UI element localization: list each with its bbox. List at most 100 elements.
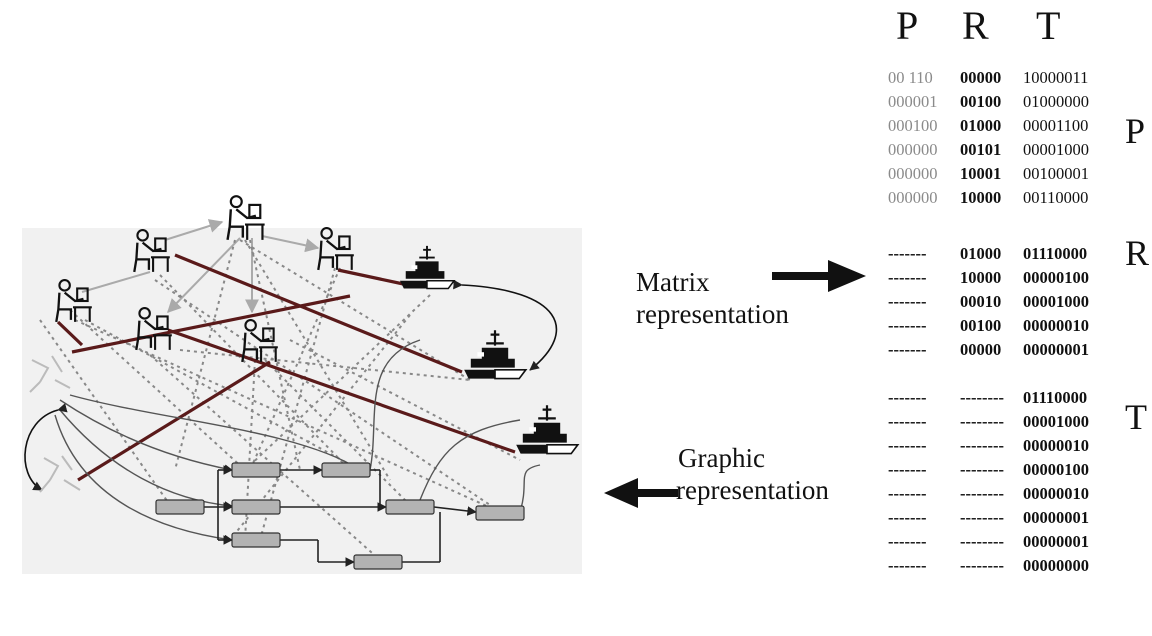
matrix-cell: 00000001 xyxy=(1023,508,1089,527)
matrix-cell: ------- xyxy=(888,532,927,551)
right-arrow-icon xyxy=(772,260,866,292)
matrix-cell: 00000 xyxy=(960,68,1002,87)
graphic-caption: Graphic representation xyxy=(676,442,829,506)
matrix-cell: 10000 xyxy=(960,188,1002,207)
matrix-cell: -------- xyxy=(960,388,1004,407)
matrix-cell: 00000010 xyxy=(1023,316,1089,335)
matrix-cell: 00000010 xyxy=(1023,484,1089,503)
matrix-cell: 00000001 xyxy=(1023,532,1089,551)
flow-curves xyxy=(54,339,541,544)
matrix-row: 000001 00100 01000000 xyxy=(888,92,1089,114)
matrix-cell: 00001000 xyxy=(1023,292,1089,311)
matrix-cell: ------- xyxy=(888,412,927,431)
task-box xyxy=(231,499,281,515)
matrix-cell: 00001100 xyxy=(1023,116,1089,135)
curved-arrows xyxy=(24,279,558,491)
matrix-cell: ------- xyxy=(888,508,927,527)
header-t: T xyxy=(1036,3,1061,48)
matrix-row: ------- 00100 00000010 xyxy=(888,316,1089,338)
matrix-cell: -------- xyxy=(960,484,1004,503)
matrix-cell: 00100001 xyxy=(1023,164,1089,183)
matrix-row: ------- -------- 00001000 xyxy=(888,412,1089,434)
matrix-row: ------- 01000 01110000 xyxy=(888,244,1087,266)
matrix-row: ------- -------- 00000001 xyxy=(888,532,1089,554)
matrix-cell: ------- xyxy=(888,556,927,575)
side-label-p: P xyxy=(1125,111,1146,151)
task-box xyxy=(475,505,525,521)
matrix-cell: 10000011 xyxy=(1023,68,1089,87)
matrix-cell: -------- xyxy=(960,460,1004,479)
matrix-cell: 01110000 xyxy=(1023,244,1088,263)
matrix-cell: 01000 xyxy=(960,244,1002,263)
faint-figure-icon xyxy=(29,355,81,493)
header-p: P xyxy=(896,3,919,48)
task-arrows xyxy=(204,465,477,567)
matrix-cell: -------- xyxy=(960,436,1004,455)
matrix-cell: 00 110 xyxy=(888,68,933,87)
matrix-cell: 10000 xyxy=(960,268,1002,287)
matrix-cell: 000001 xyxy=(888,92,938,111)
matrix-cell: 00101 xyxy=(960,140,1002,159)
matrix-cell: ------- xyxy=(888,292,927,311)
matrix-cell: ------- xyxy=(888,340,927,359)
matrix-cell: ------- xyxy=(888,244,927,263)
matrix-cell: 000100 xyxy=(888,116,938,135)
matrix-cell: -------- xyxy=(960,532,1004,551)
command-links xyxy=(56,253,516,482)
matrix-row: 000000 10000 00110000 xyxy=(888,188,1088,210)
matrix-caption: Matrix representation xyxy=(636,266,789,330)
matrix-cell: ------- xyxy=(888,388,927,407)
task-box xyxy=(231,532,281,548)
matrix-cell: ------- xyxy=(888,268,927,287)
matrix-cell: ------- xyxy=(888,460,927,479)
side-label-t: T xyxy=(1125,397,1147,437)
matrix-cell: 000000 xyxy=(888,164,938,183)
matrix-cell: -------- xyxy=(960,508,1004,527)
task-boxes xyxy=(155,462,525,570)
matrix-cell: 00100 xyxy=(960,92,1002,111)
matrix-cell: 00000001 xyxy=(1023,340,1089,359)
matrix-cell: 10001 xyxy=(960,164,1002,183)
matrix-cell: 000000 xyxy=(888,188,938,207)
matrix-cell: 00110000 xyxy=(1023,188,1089,207)
matrix-caption-line1: Matrix xyxy=(636,267,710,297)
matrix-row: 000000 00101 00001000 xyxy=(888,140,1089,162)
network-graphic xyxy=(22,194,582,574)
matrix-row: ------- 00010 00001000 xyxy=(888,292,1089,314)
matrix-row: ------- -------- 00000100 xyxy=(888,460,1089,482)
person-links xyxy=(81,219,320,314)
header-r: R xyxy=(962,3,989,48)
matrix-row: ------- 00000 00000001 xyxy=(888,340,1089,362)
task-box xyxy=(321,462,371,478)
graphic-caption-line1: Graphic xyxy=(678,443,765,473)
task-box xyxy=(155,499,205,515)
matrix-row: 00 110 00000 10000011 xyxy=(888,68,1088,90)
matrix-row: ------- -------- 00000001 xyxy=(888,508,1089,530)
matrix-cell: 01110000 xyxy=(1023,388,1088,407)
matrix-cell: 01000 xyxy=(960,116,1002,135)
matrix-row: 000000 10001 00100001 xyxy=(888,164,1089,186)
matrix-cell: 00010 xyxy=(960,292,1002,311)
matrix-cell: 00100 xyxy=(960,316,1002,335)
matrix-cell: 00000100 xyxy=(1023,268,1089,287)
matrix-cell: 00001000 xyxy=(1023,140,1089,159)
matrix-cell: 000000 xyxy=(888,140,938,159)
matrix-cell: ------- xyxy=(888,484,927,503)
matrix-caption-line2: representation xyxy=(636,299,789,329)
graphic-caption-line2: representation xyxy=(676,475,829,505)
matrix-cell: ------- xyxy=(888,436,927,455)
matrix-row: ------- -------- 01110000 xyxy=(888,388,1087,410)
matrix-cell: 00000010 xyxy=(1023,436,1089,455)
task-box xyxy=(385,499,435,515)
task-box xyxy=(231,462,281,478)
matrix-row: ------- 10000 00000100 xyxy=(888,268,1089,290)
matrix-row: ------- -------- 00000010 xyxy=(888,484,1089,506)
side-label-r: R xyxy=(1125,233,1150,273)
matrix-row: ------- -------- 00000010 xyxy=(888,436,1089,458)
matrix-cell: -------- xyxy=(960,412,1004,431)
left-arrow-icon xyxy=(604,478,678,508)
matrix-cell: 00000 xyxy=(960,340,1002,359)
matrix-cell: -------- xyxy=(960,556,1004,575)
matrix-cell: 00000000 xyxy=(1023,556,1089,575)
matrix-row: ------- -------- 00000000 xyxy=(888,556,1089,578)
